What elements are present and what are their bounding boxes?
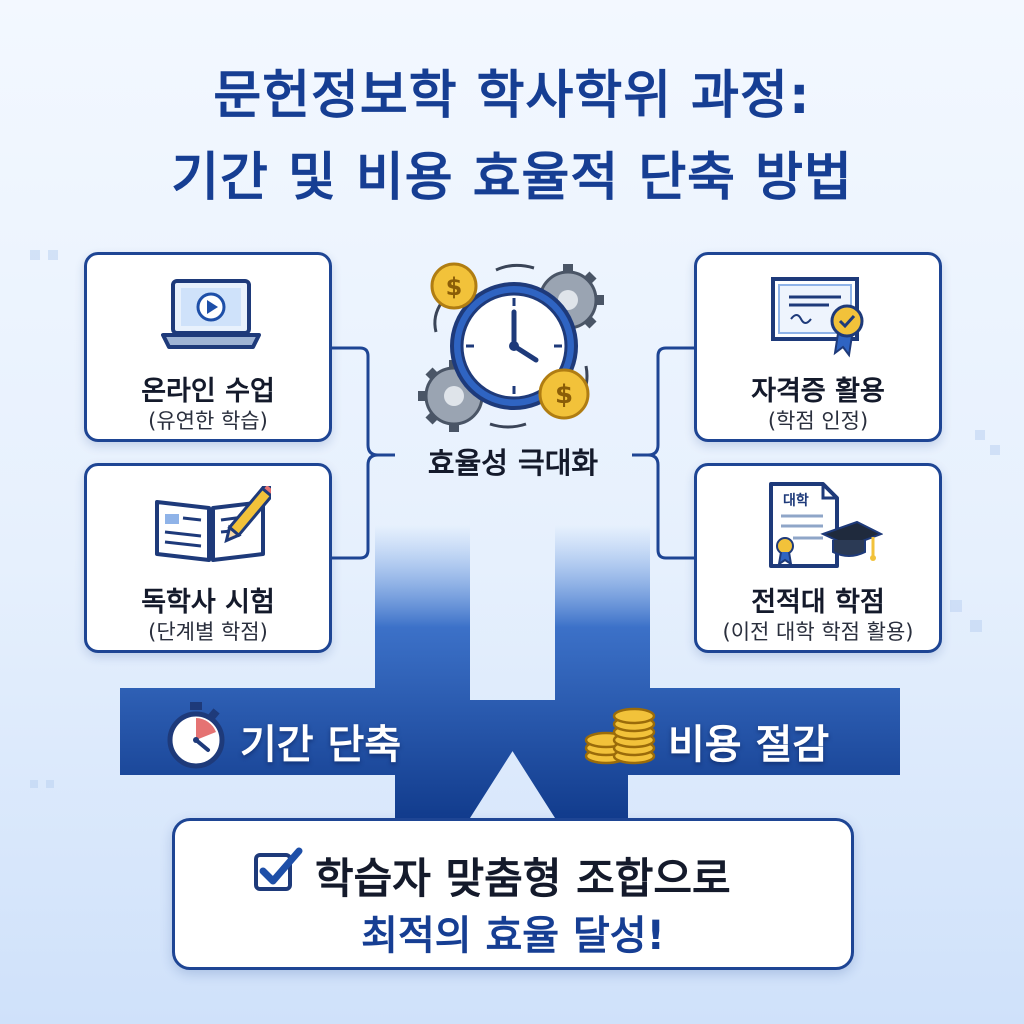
laptop-play-icon xyxy=(161,279,261,349)
card-certificate: 자격증 활용 (학점 인정) xyxy=(694,252,942,442)
card-transfer-credits: 대학 전적대 학점 (이전 대학 학점 활용) xyxy=(694,463,942,653)
connector-lines xyxy=(332,346,694,560)
card-subtitle: (단계별 학점) xyxy=(148,620,268,644)
card-self-study-exam: 독학사 시험 (단계별 학점) xyxy=(84,463,332,653)
card-title: 독학사 시험 xyxy=(141,587,275,618)
stopwatch-icon xyxy=(167,702,225,769)
benefit-label-time: 기간 단축 xyxy=(240,722,402,768)
card-title: 온라인 수업 xyxy=(141,376,275,407)
card-title: 전적대 학점 xyxy=(751,587,885,618)
svg-text:$: $ xyxy=(555,380,573,410)
card-subtitle: (학점 인정) xyxy=(767,409,869,433)
result-line1: 학습자 맞춤형 조합으로 xyxy=(315,854,731,903)
checkbox-check-icon xyxy=(254,847,303,891)
time-arrow xyxy=(120,525,545,818)
transcript-graduation-cap-icon xyxy=(769,482,883,568)
center-label: 효율성 극대화 xyxy=(427,446,599,480)
clock-gears-coins-icon: $ $ xyxy=(418,262,604,432)
cost-arrow xyxy=(480,525,900,818)
page-title-line1: 문헌정보학 학사학위 과정: xyxy=(213,66,811,126)
page-title-line2: 기간 및 비용 효율적 단축 방법 xyxy=(171,148,853,208)
open-book-pencil-icon xyxy=(155,486,271,562)
card-online-classes: 온라인 수업 (유연한 학습) xyxy=(84,252,332,442)
benefit-label-cost: 비용 절감 xyxy=(668,722,830,768)
result-box: 학습자 맞춤형 조합으로 최적의 효율 달성! xyxy=(172,818,854,970)
coin-stack-icon xyxy=(584,707,656,765)
card-subtitle: (이전 대학 학점 활용) xyxy=(722,620,914,644)
result-line2: 최적의 효율 달성! xyxy=(361,913,665,959)
certificate-medal-icon xyxy=(771,277,864,358)
card-subtitle: (유연한 학습) xyxy=(148,409,268,433)
svg-text:$: $ xyxy=(446,273,463,301)
document-label: 대학 xyxy=(783,493,809,509)
card-title: 자격증 활용 xyxy=(751,376,885,407)
